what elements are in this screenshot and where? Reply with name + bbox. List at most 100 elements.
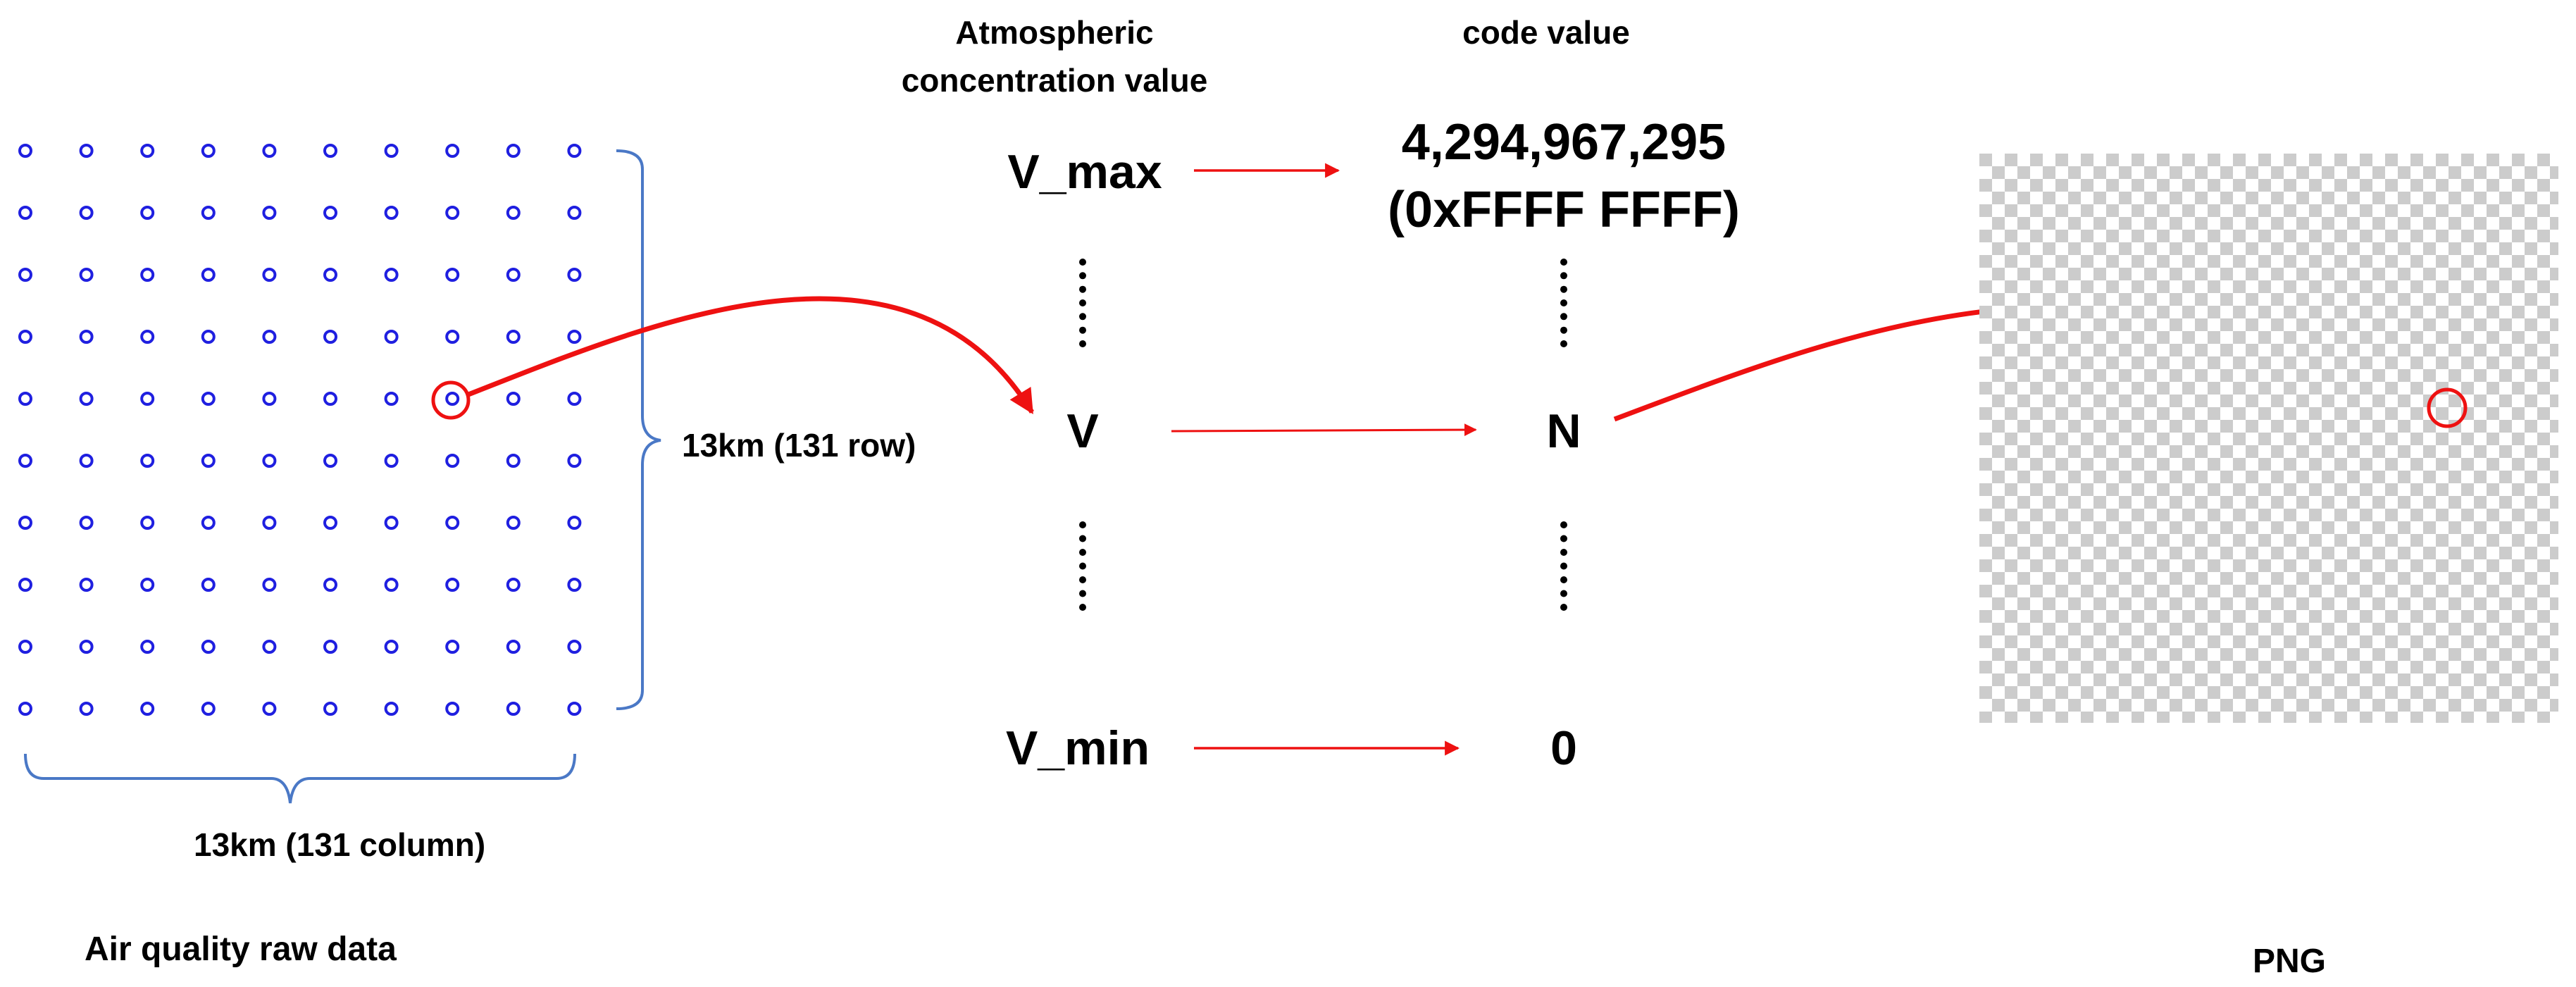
ellipsis-dot [1079,299,1086,306]
grid-point [18,640,32,654]
grid-point [140,578,155,592]
code-max-hex: (0xFFFF FFFF) [1388,182,1740,238]
grid-point [445,516,460,530]
grid-point [18,578,32,592]
grid-point [140,516,155,530]
grid-point [567,392,582,406]
ellipsis-dot [1560,272,1567,280]
grid-point [445,330,460,344]
grid-point [384,144,399,158]
v-label: V [1066,404,1098,458]
grid-point [445,702,460,716]
grid-point [140,206,155,220]
ellipsis-dot [1560,259,1567,266]
grid-point [323,144,337,158]
ellipsis-dot [1079,604,1086,611]
highlighted-sample-circle [431,380,471,420]
grid-point [506,578,521,592]
grid-point [262,578,277,592]
grid-point [323,516,337,530]
grid-point [201,454,216,468]
ellipsis-dot [1560,590,1567,597]
code-zero-label: 0 [1550,721,1577,775]
grid-point [445,578,460,592]
grid-point [384,702,399,716]
grid-point [79,454,94,468]
ellipsis-dot [1560,535,1567,542]
grid-point [201,206,216,220]
grid-point [567,268,582,282]
ellipsis-vertical [1560,259,1567,347]
grid-point [79,206,94,220]
ellipsis-dot [1079,576,1086,583]
grid-point [79,330,94,344]
grid-point [262,640,277,654]
grid-point [201,330,216,344]
grid-point [18,268,32,282]
ellipsis-dot [1560,549,1567,556]
grid-point [18,702,32,716]
grid-point [384,516,399,530]
grid-point [18,454,32,468]
atmospheric-header-line1: Atmospheric [955,14,1153,51]
grid-point [384,578,399,592]
grid-point [140,702,155,716]
grid-point [201,516,216,530]
grid-point [323,640,337,654]
grid-point [384,330,399,344]
ellipsis-vertical [1079,259,1086,347]
ellipsis-vertical [1560,521,1567,611]
ellipsis-dot [1079,326,1086,334]
grid-point [323,702,337,716]
grid-point [445,144,460,158]
grid-point [506,330,521,344]
ellipsis-dot [1560,285,1567,293]
grid-point [506,516,521,530]
ellipsis-dot [1079,562,1086,570]
ellipsis-dot [1560,562,1567,570]
ellipsis-dot [1079,285,1086,293]
png-transparent-image [1979,154,2558,723]
grid-point [567,330,582,344]
grid-point [201,144,216,158]
grid-point [201,578,216,592]
png-caption: PNG [2253,943,2326,980]
grid-point [445,640,460,654]
grid-point [567,206,582,220]
grid-point [384,640,399,654]
arrow-sample-to-v [467,296,1034,414]
grid-point [262,516,277,530]
grid-point [323,454,337,468]
grid-point [384,392,399,406]
grid-point [201,268,216,282]
grid-point [262,144,277,158]
grid-point [201,702,216,716]
ellipsis-dot [1079,313,1086,321]
grid-point [18,206,32,220]
ellipsis-dot [1079,521,1086,528]
grid-point [567,640,582,654]
grid-point [567,454,582,468]
grid-point [140,330,155,344]
ellipsis-dot [1079,259,1086,266]
ellipsis-vertical [1079,521,1086,611]
ellipsis-dot [1560,313,1567,321]
grid-point [79,516,94,530]
grid-point [506,144,521,158]
atmospheric-header-line2: concentration value [902,62,1208,99]
grid-point [201,392,216,406]
ellipsis-dot [1560,326,1567,334]
grid-point [323,330,337,344]
grid-point [140,268,155,282]
grid-point [506,206,521,220]
grid-point [79,144,94,158]
columns-label: 13km (131 column) [194,826,485,863]
grid-point [323,268,337,282]
grid-point [323,206,337,220]
grid-point [262,268,277,282]
grid-point [567,144,582,158]
grid-point [445,268,460,282]
rows-bracket [616,149,661,710]
grid-point [506,392,521,406]
grid-point [384,268,399,282]
